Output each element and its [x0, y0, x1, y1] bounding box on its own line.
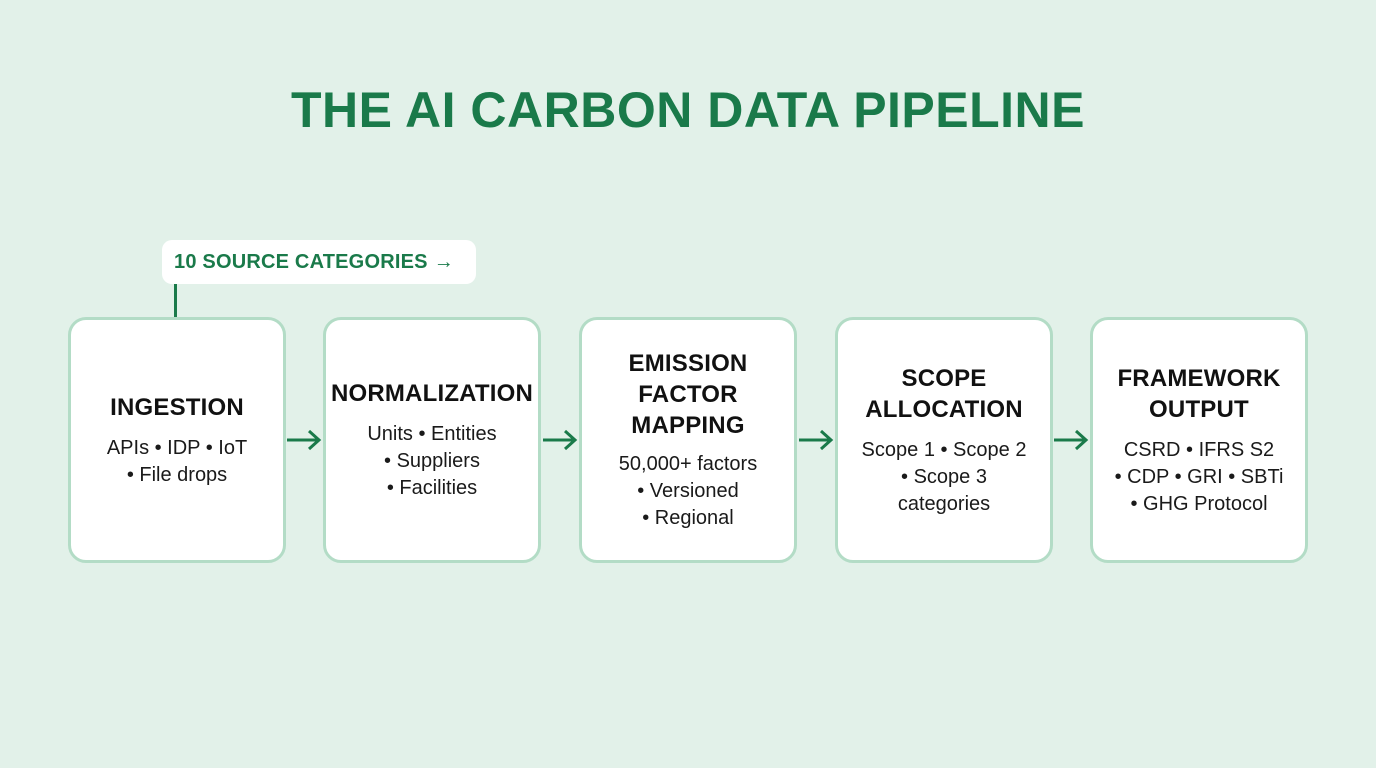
- stage-title: FRAMEWORK OUTPUT: [1117, 364, 1281, 423]
- stage-card-emission-factor-mapping: EMISSION FACTOR MAPPING 50,000+ factors …: [579, 317, 797, 563]
- badge-label: 10 SOURCE CATEGORIES: [174, 250, 428, 273]
- stage-title: INGESTION: [110, 393, 244, 421]
- stage-title: NORMALIZATION: [330, 380, 534, 407]
- stage-title: EMISSION FACTOR MAPPING: [628, 350, 748, 439]
- stage-description: Scope 1 • Scope 2 • Scope 3 categories: [861, 438, 1027, 515]
- stage-title: SCOPE ALLOCATION: [865, 364, 1023, 423]
- flow-arrow-icon: [797, 428, 835, 452]
- stage-card-ingestion: INGESTION APIs • IDP • IoT • File drops: [68, 317, 286, 563]
- stage-card-scope-allocation: SCOPE ALLOCATION Scope 1 • Scope 2 • Sco…: [835, 317, 1053, 563]
- diagram-title: THE AI CARBON DATA PIPELINE: [290, 82, 1086, 138]
- stage-description: APIs • IDP • IoT • File drops: [106, 436, 248, 486]
- stage-description: 50,000+ factors • Versioned • Regional: [618, 453, 758, 529]
- flow-arrow-icon: [285, 428, 323, 452]
- flow-arrow-icon: [1052, 428, 1090, 452]
- badge-connector-line: [174, 284, 177, 318]
- stage-card-normalization: NORMALIZATION Units • Entities • Supplie…: [323, 317, 541, 563]
- flow-arrow-icon: [541, 428, 579, 452]
- arrow-right-icon: →: [433, 250, 454, 273]
- stage-description: Units • Entities • Suppliers • Facilitie…: [367, 423, 497, 499]
- source-categories-badge: 10 SOURCE CATEGORIES →: [162, 240, 476, 284]
- stage-description: CSRD • IFRS S2 • CDP • GRI • SBTi • GHG …: [1114, 438, 1284, 515]
- stage-card-framework-output: FRAMEWORK OUTPUT CSRD • IFRS S2 • CDP • …: [1090, 317, 1308, 563]
